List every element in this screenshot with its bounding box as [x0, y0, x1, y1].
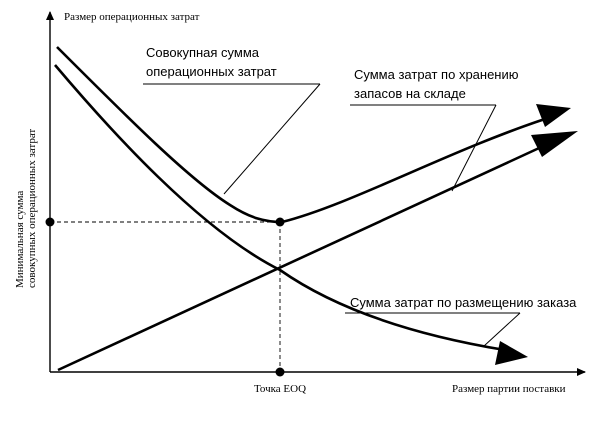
ordering-callout-leader	[483, 312, 521, 347]
svg-text:совокупных операционных затрат: совокупных операционных затрат	[26, 129, 38, 288]
holding-callout-line2: запасов на складе	[354, 86, 466, 101]
ordering-cost-curve	[54, 64, 506, 352]
holding-callout-leader	[451, 104, 497, 192]
total-callout-line2: операционных затрат	[146, 64, 277, 79]
holding-callout-line1: Сумма затрат по хранению	[354, 67, 519, 82]
min-cost-axis-dot	[45, 217, 55, 227]
ordering-callout-line1: Сумма затрат по размещению заказа	[350, 295, 577, 310]
x-axis-title: Размер партии поставки	[452, 383, 566, 395]
total-callout-leader	[223, 83, 321, 195]
holding-cost-line	[57, 141, 551, 372]
eoq-axis-dot	[275, 367, 285, 377]
y-axis-title: Размер операционных затрат	[64, 11, 200, 23]
svg-text:Минимальная сумма: Минимальная сумма	[14, 191, 26, 288]
total-cost-arrowhead	[536, 104, 571, 127]
eoq-point-label: Точка EOQ	[254, 383, 306, 395]
y-side-label: Минимальная сумма совокупных операционны…	[14, 129, 38, 288]
total-cost-curve	[56, 46, 549, 224]
holding-cost-arrowhead	[531, 131, 578, 157]
total-callout-line1: Совокупная сумма	[146, 45, 260, 60]
ordering-cost-arrowhead	[495, 341, 528, 365]
optimum-point-dot	[275, 217, 285, 227]
